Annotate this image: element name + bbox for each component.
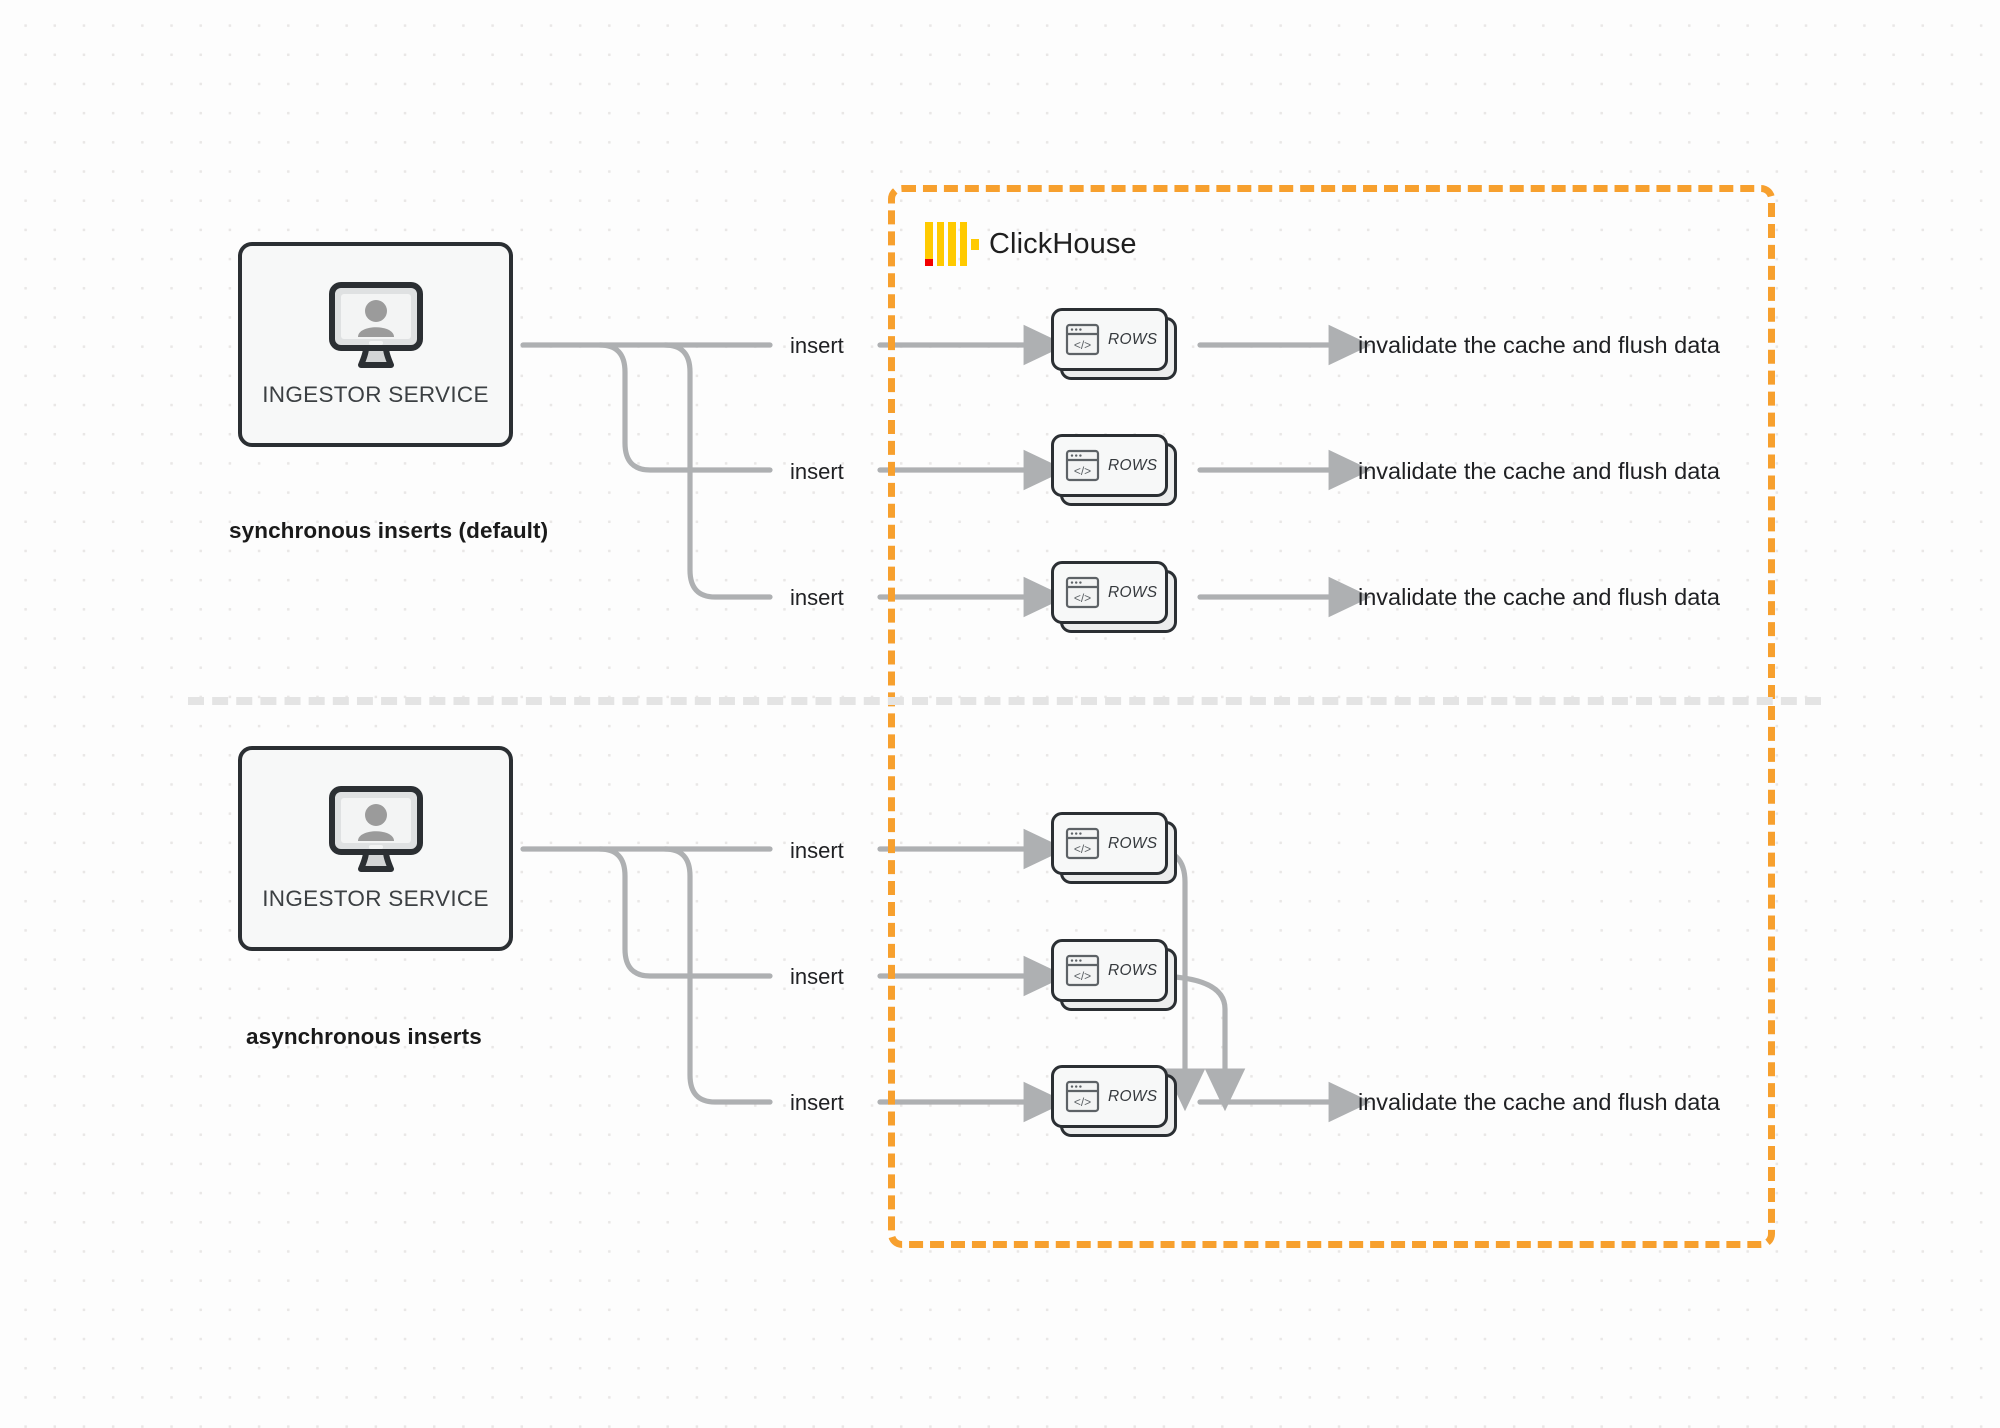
clickhouse-logo-red-dot [925, 258, 933, 266]
wire-sync-2a [597, 342, 773, 473]
wire-async-2a [597, 846, 773, 979]
rows-node-sync-3[interactable]: </> ROWS [1051, 561, 1177, 633]
wire-sync-3a [662, 342, 773, 600]
rows-node-label: ROWS [1108, 1087, 1158, 1105]
code-window-icon: </> [1065, 576, 1100, 609]
rows-node-face: </> ROWS [1051, 308, 1168, 371]
rows-node-sync-2[interactable]: </> ROWS [1051, 434, 1177, 506]
rows-node-sync-1[interactable]: </> ROWS [1051, 308, 1177, 380]
output-label-sync-3: invalidate the cache and flush data [1358, 584, 1720, 610]
clickhouse-logo-icon [925, 222, 979, 266]
code-window-icon: </> [1065, 449, 1100, 482]
rows-node-async-1[interactable]: </> ROWS [1051, 812, 1177, 884]
rows-node-face: </> ROWS [1051, 939, 1168, 1002]
output-label-async-1: invalidate the cache and flush data [1358, 1089, 1720, 1115]
clickhouse-boundary [888, 185, 1775, 1248]
svg-text:</>: </> [1074, 464, 1091, 478]
monitor-user-icon [328, 281, 424, 368]
wire-async-3a [662, 846, 773, 1105]
ingestor-service-label-async: INGESTOR SERVICE [262, 885, 489, 911]
svg-text:</>: </> [1074, 338, 1091, 352]
edge-label-async-insert-3: insert [790, 1090, 844, 1115]
code-window-icon: </> [1065, 954, 1100, 987]
rows-node-face: </> ROWS [1051, 434, 1168, 497]
ingestor-service-label-sync: INGESTOR SERVICE [262, 381, 489, 407]
svg-text:</>: </> [1074, 1095, 1091, 1109]
output-label-sync-1: invalidate the cache and flush data [1358, 332, 1720, 358]
output-label-sync-2: invalidate the cache and flush data [1358, 458, 1720, 484]
rows-node-label: ROWS [1108, 961, 1158, 979]
edge-label-async-insert-1: insert [790, 838, 844, 863]
clickhouse-logo-nub [971, 239, 979, 250]
ingestor-service-async[interactable]: INGESTOR SERVICE [238, 746, 513, 951]
svg-text:</>: </> [1074, 969, 1091, 983]
section-divider [188, 697, 1821, 705]
code-window-icon: </> [1065, 323, 1100, 356]
rows-node-face: </> ROWS [1051, 812, 1168, 875]
code-window-icon: </> [1065, 827, 1100, 860]
edge-label-sync-insert-2: insert [790, 459, 844, 484]
svg-text:</>: </> [1074, 591, 1091, 605]
edge-label-sync-insert-1: insert [790, 333, 844, 358]
clickhouse-brand-name: ClickHouse [989, 227, 1137, 260]
monitor-user-icon [328, 785, 424, 872]
svg-text:</>: </> [1074, 842, 1091, 856]
ingestor-service-sync[interactable]: INGESTOR SERVICE [238, 242, 513, 447]
clickhouse-logo-group: ClickHouse [925, 222, 1137, 266]
code-window-icon: </> [1065, 1080, 1100, 1113]
edge-label-async-insert-2: insert [790, 964, 844, 989]
rows-node-label: ROWS [1108, 583, 1158, 601]
mode-label-synchronous: synchronous inserts (default) [229, 518, 549, 543]
rows-node-label: ROWS [1108, 330, 1158, 348]
rows-node-label: ROWS [1108, 834, 1158, 852]
rows-node-async-3[interactable]: </> ROWS [1051, 1065, 1177, 1137]
rows-node-async-2[interactable]: </> ROWS [1051, 939, 1177, 1011]
rows-node-face: </> ROWS [1051, 561, 1168, 624]
rows-node-face: </> ROWS [1051, 1065, 1168, 1128]
edge-label-sync-insert-3: insert [790, 585, 844, 610]
mode-label-asynchronous: asynchronous inserts [246, 1024, 482, 1049]
rows-node-label: ROWS [1108, 456, 1158, 474]
